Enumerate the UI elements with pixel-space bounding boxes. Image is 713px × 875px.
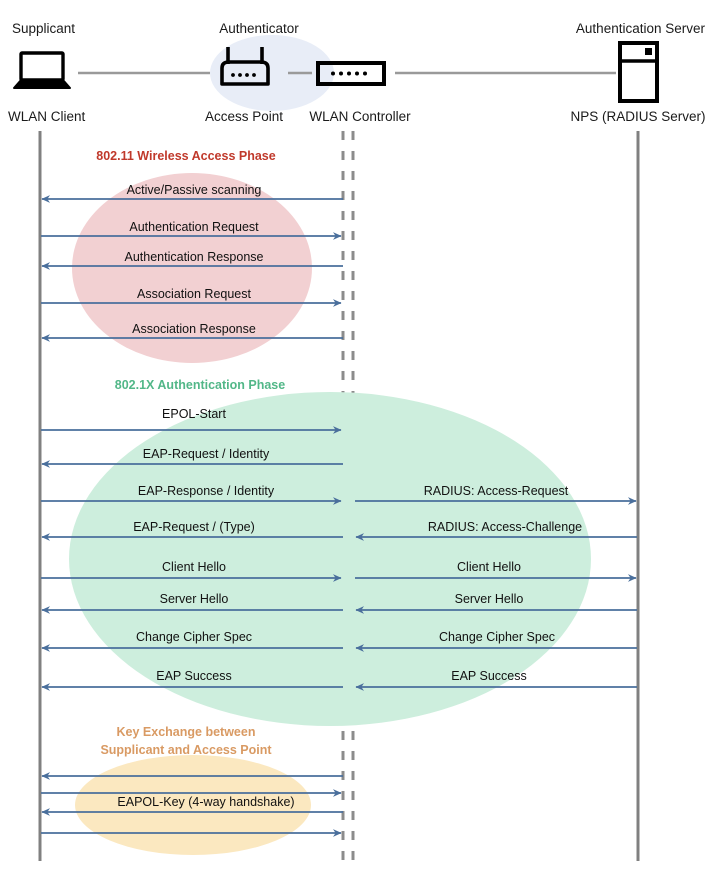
message-label: Authentication Request: [129, 220, 259, 234]
phase-label-key-exchange-line1: Key Exchange between: [117, 725, 256, 739]
actor-device-nps-radius-server: NPS (RADIUS Server): [570, 109, 705, 124]
message-group-phase2-right: RADIUS: Access-Request RADIUS: Access-Ch…: [355, 484, 637, 691]
actor-role-authentication-server: Authentication Server: [576, 21, 706, 36]
message-group-phase2-left: EPOL-Start EAP-Request / Identity EAP-Re…: [41, 407, 343, 691]
message-label: RADIUS: Access-Request: [424, 484, 569, 498]
message-label: Client Hello: [457, 560, 521, 574]
message-label: Server Hello: [455, 592, 524, 606]
message-label: EAP-Response / Identity: [138, 484, 275, 498]
message-label: EAP Success: [156, 669, 232, 683]
message-label: Authentication Response: [125, 250, 264, 264]
phase-label-wireless-access: 802.11 Wireless Access Phase: [96, 149, 275, 163]
message-label: Change Cipher Spec: [136, 630, 252, 644]
message-label: EAP Success: [451, 669, 527, 683]
message-label: Active/Passive scanning: [127, 183, 262, 197]
message-label: Client Hello: [162, 560, 226, 574]
message-group-phase3: EAPOL-Key (4-way handshake): [41, 772, 343, 837]
message-label: RADIUS: Access-Challenge: [428, 520, 582, 534]
actor-device-wlan-client: WLAN Client: [8, 109, 86, 124]
phase-ellipse-wireless-access: [72, 173, 312, 363]
phase-ellipse-key-exchange: [75, 755, 311, 855]
authenticator-group-blob: [210, 35, 334, 111]
wireless-router-icon: [220, 47, 270, 86]
message-label: EPOL-Start: [162, 407, 226, 421]
message-label: Association Response: [132, 322, 256, 336]
phase-label-8021x-authentication: 802.1X Authentication Phase: [115, 378, 285, 392]
actor-device-wlan-controller: WLAN Controller: [309, 109, 411, 124]
message-label: Change Cipher Spec: [439, 630, 555, 644]
message-label: Server Hello: [160, 592, 229, 606]
server-tower-icon: [618, 41, 659, 103]
actor-role-supplicant: Supplicant: [12, 21, 75, 36]
network-switch-icon: [316, 61, 386, 86]
message-group-phase1: Active/Passive scanning Authentication R…: [41, 183, 343, 342]
message-label: Association Request: [137, 287, 251, 301]
message-label: EAP-Request / (Type): [133, 520, 255, 534]
laptop-icon: [13, 51, 71, 89]
message-label: EAPOL-Key (4-way handshake): [117, 795, 294, 809]
message-label: EAP-Request / Identity: [143, 447, 270, 461]
phase-label-key-exchange-line2: Supplicant and Access Point: [100, 743, 272, 757]
phase-ellipse-8021x: [69, 392, 591, 726]
actor-device-access-point: Access Point: [205, 109, 283, 124]
actor-role-authenticator: Authenticator: [219, 21, 299, 36]
